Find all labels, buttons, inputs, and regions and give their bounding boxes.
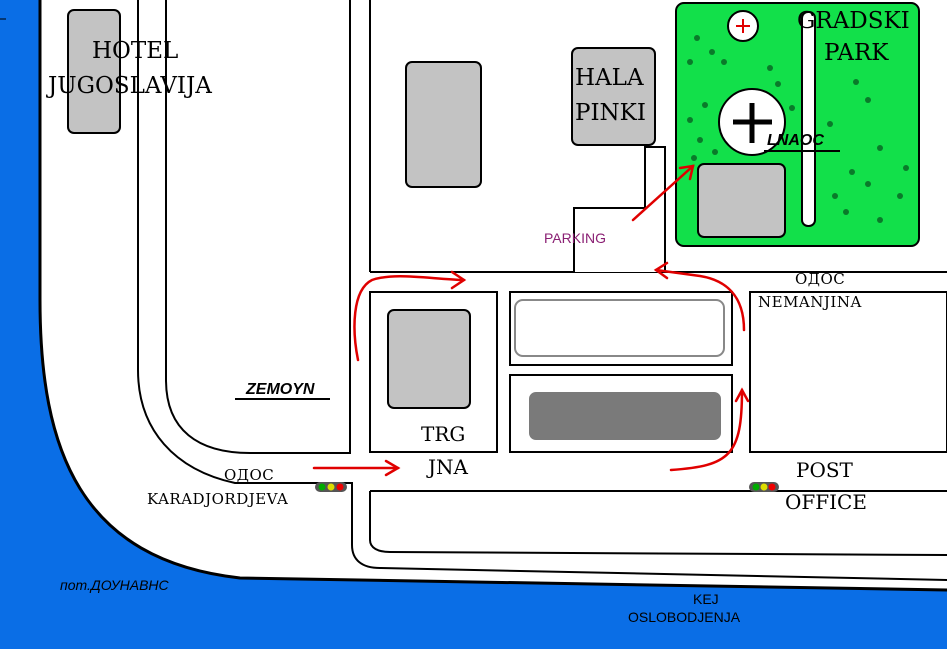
hotel-label-line2: JUGOSLAVIJA [48, 73, 212, 99]
red-cross-icon [727, 10, 759, 42]
block-post-office [749, 291, 947, 453]
building-north [405, 61, 482, 188]
odos-nemanjina-line1: ОДОС [795, 270, 846, 288]
riverbank-outline [38, 0, 947, 592]
church-cross-icon [718, 88, 786, 156]
parking-lot [573, 146, 666, 272]
kej-label-line1: KEJ [693, 591, 719, 607]
hala-pinki-building [571, 47, 656, 146]
park-building [697, 163, 786, 238]
route-arrow-icon [312, 164, 750, 477]
hala-label-line2: PINKI [575, 100, 646, 126]
kej-label-line2: OSLOBODJENJA [628, 609, 741, 625]
tree-icon [687, 35, 909, 223]
traffic-light-icon [749, 482, 779, 492]
hotel-jugoslavija-building [67, 9, 121, 134]
odos-nemanjina-line2: NEMANJINA [758, 293, 862, 311]
river-label: пот.ДОУНАВНС [60, 577, 169, 593]
trg-label-line1: TRG [421, 422, 466, 446]
park-label-line1: GRADSKI [797, 8, 910, 34]
hotel-label-line1: HOTEL [92, 38, 179, 64]
building-inner-lower [529, 392, 721, 440]
zemoyn-label: ZEMOYN [246, 381, 315, 398]
post-office-line2: OFFICE [785, 490, 867, 514]
post-office-line1: POST [796, 458, 853, 482]
hala-label-line1: HALA [575, 65, 644, 91]
traffic-light-icon [315, 482, 347, 492]
trg-label-line2: JNA [428, 455, 468, 479]
park-path [801, 11, 816, 227]
lnaoc-label: LNAOC [767, 132, 824, 149]
road-outlines [137, 0, 947, 581]
park-label-line2: PARK [824, 40, 889, 66]
buildings [67, 9, 725, 440]
parking-label: PARKING [544, 230, 606, 246]
building-inner-upper [514, 299, 725, 357]
odos-karadjordjeva-line2: KARADJORDJEVA [147, 490, 289, 508]
building-trg-jna [387, 309, 471, 409]
odos-karadjordjeva-line1: ОДОС [224, 466, 275, 484]
